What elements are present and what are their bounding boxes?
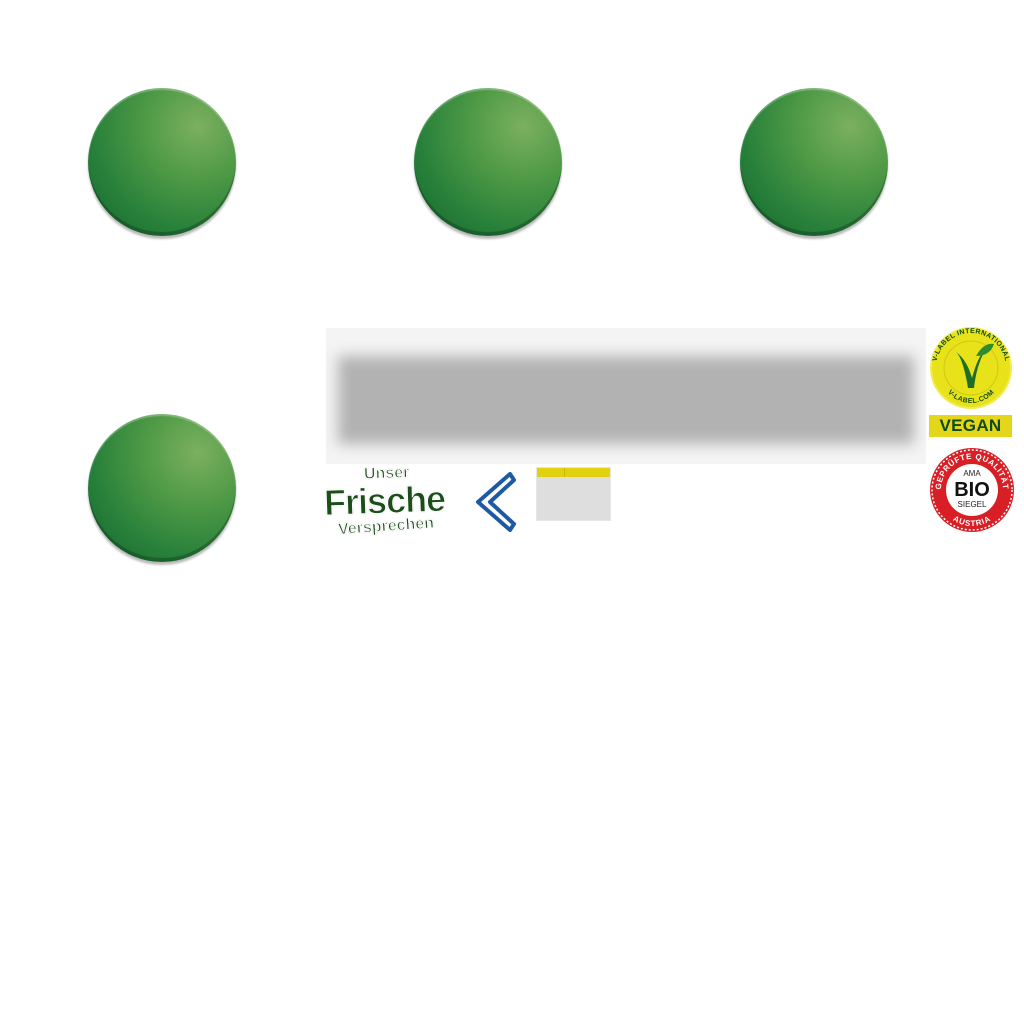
v-label-vegan-badge: V-LABEL INTERNATIONAL V-LABEL.COM VEGAN bbox=[926, 322, 1016, 440]
banner-placeholder bbox=[326, 328, 926, 464]
yellow-tab-card[interactable] bbox=[536, 467, 611, 521]
back-chevron-button[interactable] bbox=[470, 470, 522, 534]
green-circle-4[interactable] bbox=[88, 414, 236, 562]
ama-bio-seal: GEPRÜFTE QUALITÄT AUSTRIA AMA BIO SIEGEL bbox=[928, 446, 1016, 534]
frische-versprechen-logo: Unser Frische Versprechen bbox=[322, 462, 472, 548]
yellow-tab-bar bbox=[537, 468, 610, 477]
bio-line-siegel: SIEGEL bbox=[958, 500, 987, 509]
v-label-icon: V-LABEL INTERNATIONAL V-LABEL.COM bbox=[930, 327, 1012, 409]
vegan-label: VEGAN bbox=[929, 415, 1012, 437]
green-circle-3[interactable] bbox=[740, 88, 888, 236]
bio-line-bio: BIO bbox=[954, 479, 990, 501]
ama-bio-seal-icon: GEPRÜFTE QUALITÄT AUSTRIA AMA BIO SIEGEL bbox=[930, 448, 1014, 532]
green-circle-2[interactable] bbox=[414, 88, 562, 236]
bio-line-ama: AMA bbox=[963, 469, 981, 478]
banner-blur bbox=[338, 356, 914, 444]
svg-text:AUSTRIA: AUSTRIA bbox=[952, 514, 993, 528]
green-circle-1[interactable] bbox=[88, 88, 236, 236]
chevron-left-icon bbox=[476, 472, 516, 532]
bio-ring-bottom: AUSTRIA bbox=[952, 514, 992, 528]
